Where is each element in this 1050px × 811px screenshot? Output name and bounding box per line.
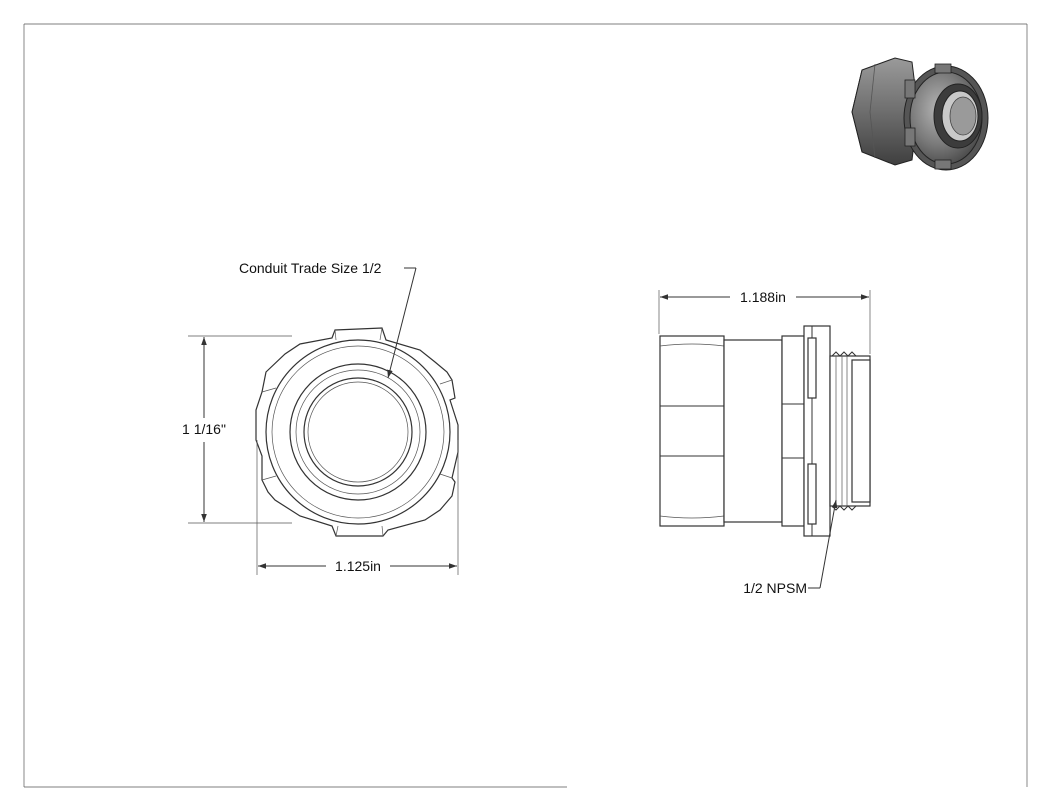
isometric-render	[851, 57, 989, 171]
sheet-border	[23, 23, 1028, 788]
height-dimension	[188, 335, 292, 524]
width-dimension	[256, 440, 459, 575]
front-view	[255, 327, 459, 537]
width-dimension-label: 1.125in	[335, 558, 381, 574]
thread-spec-label: 1/2 NPSM	[743, 580, 807, 596]
side-view	[659, 325, 871, 537]
length-dimension	[658, 290, 871, 354]
leader-thread	[808, 499, 838, 589]
length-dimension-label: 1.188in	[740, 289, 786, 305]
conduit-trade-size-label: Conduit Trade Size 1/2	[239, 260, 382, 276]
height-dimension-label: 1 1/16"	[182, 421, 226, 437]
leader-conduit	[387, 267, 417, 379]
